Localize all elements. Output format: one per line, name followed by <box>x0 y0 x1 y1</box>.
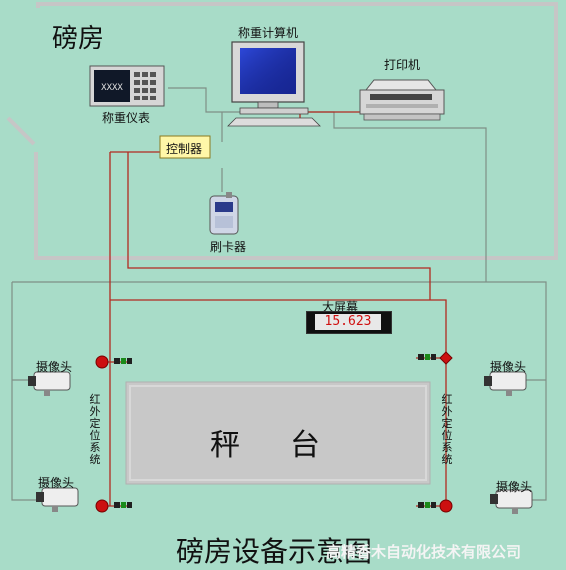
camera-bottom-left-icon <box>36 487 79 512</box>
controller-label: 控制器 <box>166 142 203 156</box>
camera-bottom-right-icon <box>490 489 533 514</box>
printer-label: 打印机 <box>384 58 421 72</box>
infrared-lamps <box>95 351 453 513</box>
card-reader-device <box>209 192 239 235</box>
infrared-right-label: 红外定位系统 <box>441 393 453 466</box>
svg-text:XXXX: XXXX <box>101 83 123 93</box>
big-screen-label: 大屏幕 <box>322 300 359 314</box>
camera-bottom-left-label: 摄像头 <box>38 476 75 490</box>
camera-top-right-label: 摄像头 <box>490 360 527 374</box>
scale-platform <box>125 381 431 485</box>
camera-top-right-icon <box>484 371 527 396</box>
computer-device <box>227 41 321 127</box>
card-reader-label: 刷卡器 <box>210 240 247 254</box>
room-title: 磅房 <box>52 24 105 54</box>
camera-top-left-label: 摄像头 <box>36 360 73 374</box>
company-watermark: 高精香木自动化技术有限公司 <box>326 543 522 561</box>
platform-label: 秤台 <box>210 428 370 463</box>
big-screen-value: 15.623 <box>315 314 381 330</box>
camera-top-left-icon <box>28 371 71 396</box>
footer-title: 磅房设备示意图 <box>176 535 373 568</box>
weigh-meter-device: XXXX <box>89 65 165 107</box>
infrared-left-label: 红外定位系统 <box>89 393 101 466</box>
footer-bar <box>0 526 566 569</box>
controller-box <box>159 135 211 159</box>
printer-device <box>359 79 445 121</box>
big-screen-display: 15.623 <box>306 311 392 334</box>
computer-label: 称重计算机 <box>238 26 299 40</box>
camera-bottom-right-label: 摄像头 <box>496 480 533 494</box>
weigh-meter-label: 称重仪表 <box>102 111 151 125</box>
room-wall <box>6 2 558 260</box>
